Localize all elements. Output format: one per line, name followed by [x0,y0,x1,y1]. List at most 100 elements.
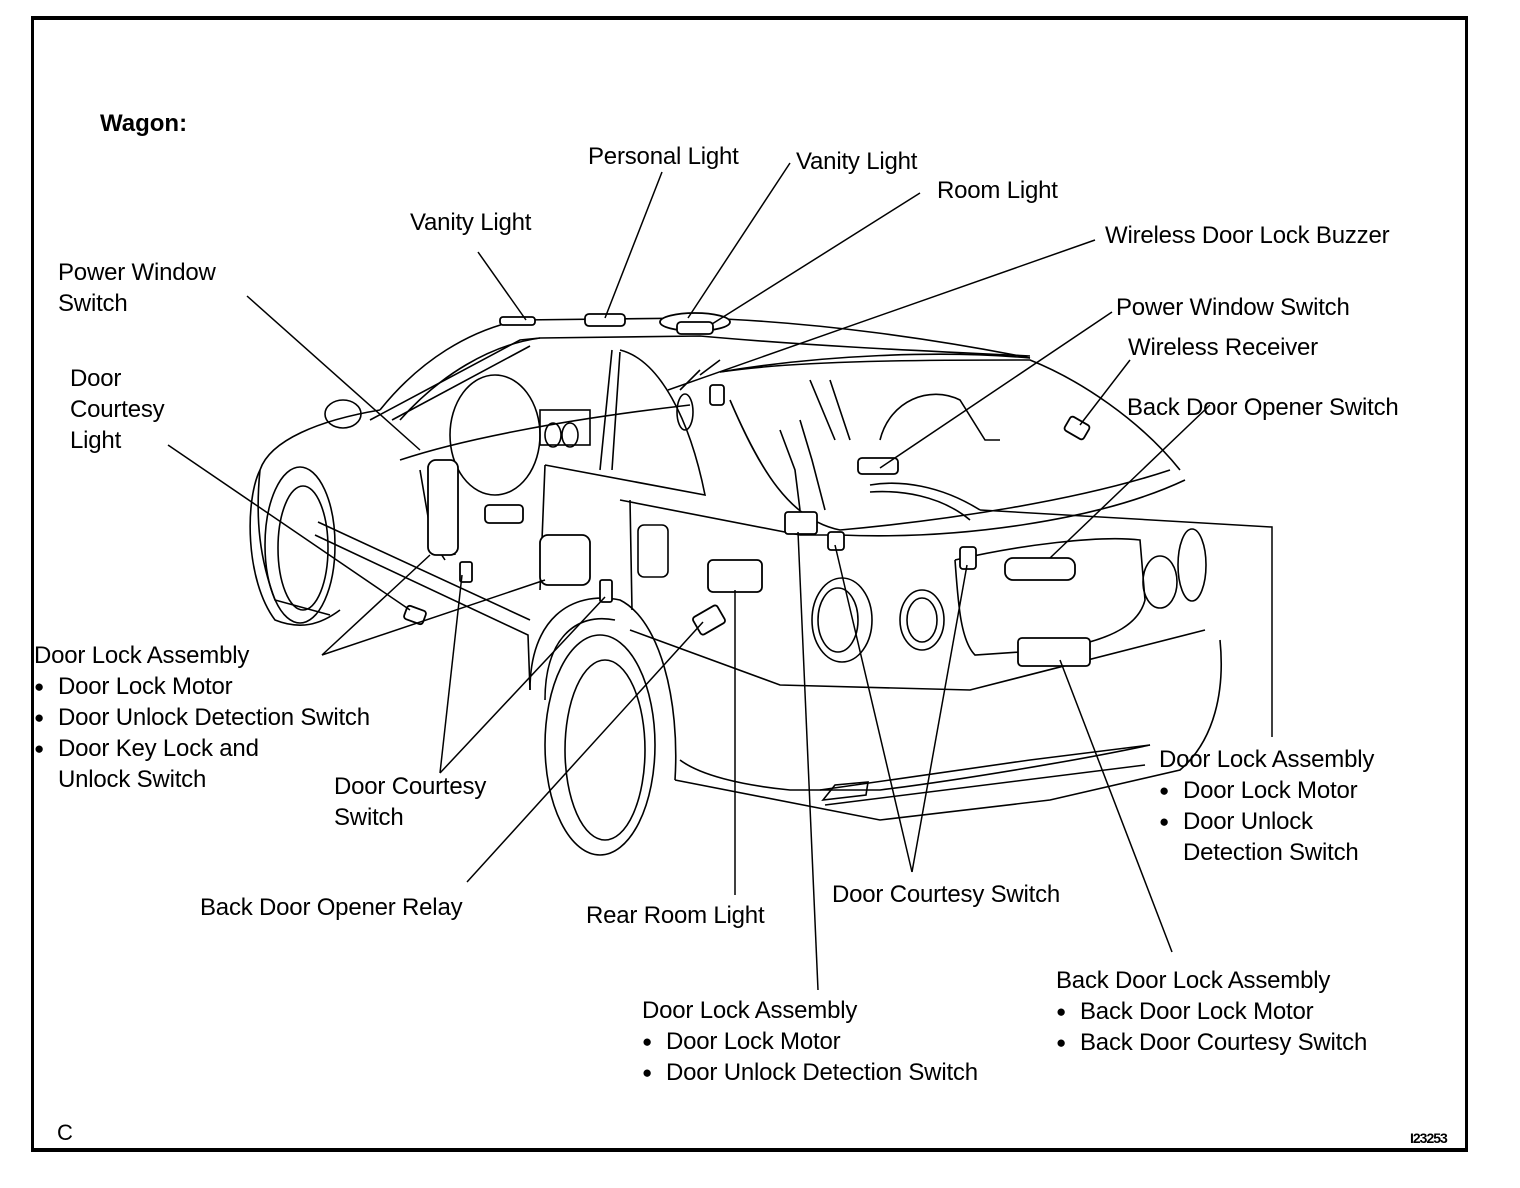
tail-light-right [1142,555,1178,609]
rear-door-opening [544,349,707,497]
leader-door-courtesy-light [167,444,411,611]
a-pillar-inner [391,345,531,421]
assembly-heading: Door Lock Assembly [1159,746,1375,773]
tail-light-left-inner [817,587,859,653]
assembly-item: Door Unlock Detection Switch [34,702,370,733]
rear-harness [779,419,826,511]
label-power-window-switch-right: Power Window Switch [1116,294,1350,321]
back-door-opener-relay-part [692,604,726,636]
roof-inner [399,335,1031,421]
back-door-opener-switch-part [1004,557,1076,581]
rear-quarter [619,479,1186,537]
gauge-2 [561,422,579,448]
tail-light-center-inner [906,597,938,643]
assembly-item: Door Lock Motor [642,1026,978,1057]
leader-wireless-receiver [1079,359,1131,426]
rear-seat [879,393,1000,441]
rear-room-light-part [707,559,763,593]
leader-front-lock-a [321,554,431,656]
a-pillar [369,337,541,421]
label-rear-room-light: Rear Room Light [586,902,765,929]
assembly-heading: Door Lock Assembly [34,642,250,669]
label-rear-right-door-lock-assembly: Door Lock Assembly Door Lock Motor Door … [1159,744,1374,868]
label-door-courtesy-switch-bottom: Door Courtesy Switch [832,881,1061,908]
tailgate-glass [729,399,1171,531]
label-line: Power Window [58,259,216,286]
rear-door-lock-part [539,534,591,586]
label-power-window-switch-left: Power Window Switch [58,257,216,319]
leader-personal-light [604,171,663,319]
leader-rear-right-lock [979,509,1273,737]
dash [399,404,691,461]
label-back-door-opener-switch: Back Door Opener Switch [1127,394,1399,421]
rear-roof-edge [719,353,1031,373]
rear-seat-line [809,379,851,441]
vanity-light-left-part [499,316,536,326]
fuel-door [637,524,669,578]
label-rear-left-door-lock-assembly: Door Lock Assembly Door Lock Motor Door … [642,995,978,1088]
leader-front-lock-b [321,579,546,656]
leader-wireless-buzzer [667,239,1096,391]
assembly-item-continuation: Unlock Switch [58,766,207,793]
personal-light-part [584,313,626,327]
gauge-1 [544,422,562,448]
rear-quarter-lower [629,629,1206,691]
label-back-door-opener-relay: Back Door Opener Relay [200,894,463,921]
front-door-lock-part [427,459,459,556]
label-line: Switch [58,290,128,317]
rear-fender-arch [529,597,677,781]
rear-glass [719,359,1181,471]
assembly-item: Back Door Lock Motor [1056,996,1367,1027]
label-line: Door Courtesy [334,773,487,800]
label-vanity-light-right: Vanity Light [796,148,918,175]
diagram-frame [31,16,1468,1152]
leader-courtesy-left-a [439,574,463,774]
assembly-item: Back Door Courtesy Switch [1056,1027,1367,1058]
wireless-receiver-part [1063,415,1091,441]
car-body [249,317,1223,856]
wireless-buzzer-part [709,384,725,406]
assembly-item: Door Lock Motor [1159,775,1374,806]
rearview-feature [676,393,694,431]
rear-fender-arch-inner [544,617,616,701]
leader-lines [167,162,1273,991]
bumper [679,744,1151,791]
leader-back-door-relay [466,621,704,883]
label-front-door-lock-assembly: Door Lock Assembly Door Lock Motor Door … [34,640,370,795]
body-side [257,409,381,616]
leader-power-window-right [879,311,1113,469]
assembly-item: Door Key Lock and [34,733,370,764]
body-lower [674,639,1223,821]
leader-back-door-opener-switch [1049,404,1211,559]
assembly-item: Door Unlock [1159,806,1374,837]
rear-wheel [544,634,656,856]
assembly-item: Door Lock Motor [34,671,370,702]
front-courtesy-switch-part [459,561,473,583]
label-room-light: Room Light [937,177,1058,204]
front-power-window-switch-part [484,504,524,524]
assembly-heading: Door Lock Assembly [642,997,858,1024]
assembly-item: Door Unlock Detection Switch [642,1057,978,1088]
label-wireless-receiver: Wireless Receiver [1128,334,1318,361]
tailgate-harness [869,482,981,521]
rear-door-courtesy-switch-part [599,579,613,603]
roof-rib [679,359,721,391]
rear-wheel-inner [564,659,646,841]
label-line: Switch [334,804,404,831]
assembly-item-continuation: Detection Switch [1183,839,1359,866]
back-door-lock-part [1017,637,1091,667]
room-light-lens [676,321,714,335]
leader-power-window-left [246,295,421,451]
diagram-title: Wagon: [100,110,188,137]
tail-light-center [899,589,945,651]
tail-light-far-right [1177,528,1207,602]
tailgate-courtesy-part [959,546,977,570]
label-wireless-door-lock-buzzer: Wireless Door Lock Buzzer [1105,222,1390,249]
components [403,312,1091,667]
label-door-courtesy-light: Door Courtesy Light [70,363,165,456]
label-vanity-light-left: Vanity Light [410,209,532,236]
label-line: Courtesy [70,396,165,423]
b-pillar [599,349,621,471]
label-back-door-lock-assembly: Back Door Lock Assembly Back Door Lock M… [1056,965,1367,1058]
